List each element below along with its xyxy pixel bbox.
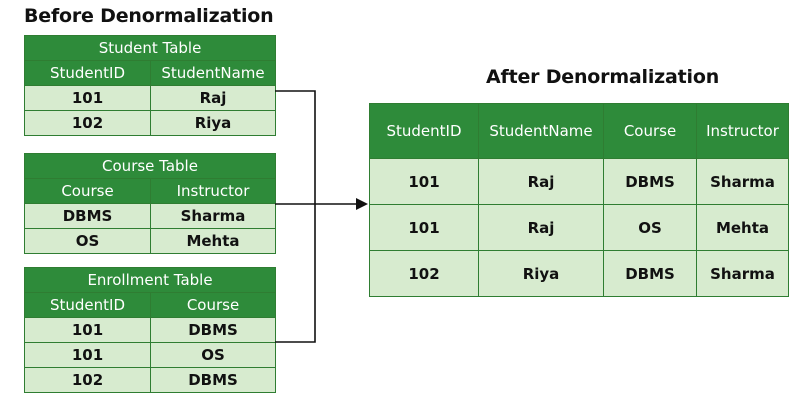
after-heading: After Denormalization — [486, 66, 720, 88]
table-cell: DBMS — [24, 203, 151, 229]
table-cell: 102 — [24, 367, 151, 393]
table-cell: Riya — [478, 250, 604, 297]
course-table-header: Course — [24, 178, 151, 204]
table-row: 102 Riya DBMS Sharma — [369, 250, 789, 297]
table-cell: Sharma — [696, 250, 789, 297]
table-cell: Mehta — [150, 228, 276, 254]
table-cell: DBMS — [603, 250, 697, 297]
table-cell: Mehta — [696, 204, 789, 251]
table-cell: Sharma — [150, 203, 276, 229]
table-row: 101 Raj DBMS Sharma — [369, 158, 789, 205]
table-cell: 101 — [24, 85, 151, 111]
table-cell: Sharma — [696, 158, 789, 205]
table-row: OS Mehta — [24, 228, 276, 254]
table-cell: OS — [603, 204, 697, 251]
enrollment-table: Enrollment Table StudentID Course 101 DB… — [24, 267, 276, 393]
student-table-header: StudentName — [149, 60, 277, 86]
denormalized-table-header: StudentID — [369, 103, 479, 159]
table-cell: 102 — [24, 110, 151, 136]
table-row: DBMS Sharma — [24, 203, 276, 229]
course-table: Course Table Course Instructor DBMS Shar… — [24, 153, 276, 254]
enrollment-table-title: Enrollment Table — [24, 267, 276, 293]
table-row: 102 Riya — [24, 110, 277, 136]
table-cell: OS — [150, 342, 276, 368]
student-table: Student Table StudentID StudentName 101 … — [23, 35, 277, 136]
table-cell: Riya — [149, 110, 277, 136]
table-cell: 101 — [369, 204, 479, 251]
table-row: 101 OS — [24, 342, 276, 368]
table-row: 102 DBMS — [24, 367, 276, 393]
table-row: 101 Raj OS Mehta — [369, 204, 789, 251]
table-cell: 101 — [369, 158, 479, 205]
connector-from-student — [275, 90, 316, 204]
enrollment-table-header: Course — [150, 292, 276, 318]
table-cell: 102 — [369, 250, 479, 297]
arrow-head-icon — [356, 198, 368, 210]
table-cell: OS — [24, 228, 151, 254]
table-cell: Raj — [478, 204, 604, 251]
denormalized-table: StudentID StudentName Course Instructor … — [369, 103, 789, 297]
table-cell: Raj — [478, 158, 604, 205]
table-cell: DBMS — [603, 158, 697, 205]
table-row: 101 Raj — [24, 85, 277, 111]
student-table-header: StudentID — [24, 60, 151, 86]
table-cell: Raj — [149, 85, 277, 111]
connector-from-enrollment — [275, 204, 316, 343]
denormalized-table-header: StudentName — [478, 103, 604, 159]
table-cell: 101 — [24, 317, 151, 343]
denormalized-table-header: Instructor — [696, 103, 789, 159]
before-heading: Before Denormalization — [24, 5, 274, 27]
course-table-header: Instructor — [150, 178, 276, 204]
denormalized-table-header: Course — [603, 103, 697, 159]
table-cell: DBMS — [150, 367, 276, 393]
student-table-title: Student Table — [23, 35, 277, 61]
